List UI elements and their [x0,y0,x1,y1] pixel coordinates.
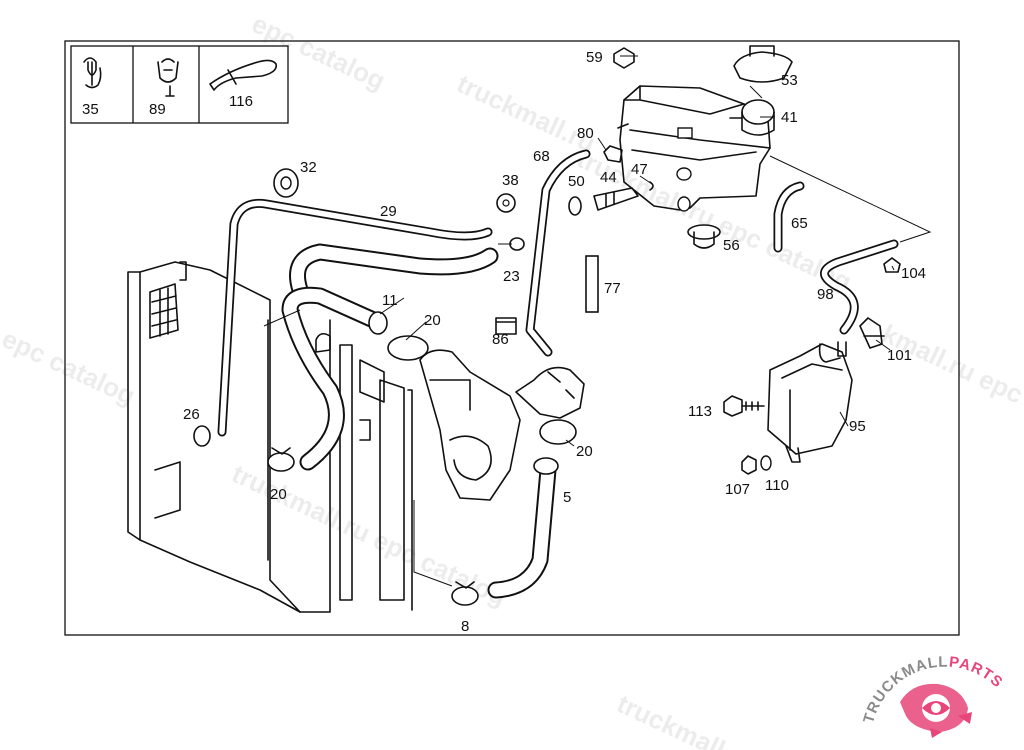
callout-98: 98 [817,286,834,303]
callout-65: 65 [791,215,808,232]
radiator [127,261,413,613]
hose-5 [487,457,559,599]
clamp-26 [193,425,211,447]
callout-59: 59 [586,49,603,66]
callout-44: 44 [600,169,617,186]
bushing-32 [273,168,299,198]
callout-104: 104 [901,265,926,282]
callout-101: 101 [887,347,912,364]
water-pump-housing [387,335,585,501]
expansion-tank [617,85,771,212]
hose-29 [217,198,493,437]
callout-80: 80 [577,125,594,142]
clamp-8 [451,581,479,606]
double-clip-icon [157,58,179,97]
grommet-56 [687,224,721,249]
cable-tie-icon [209,59,278,91]
hose-98 [820,239,899,335]
callout-56: 56 [723,237,740,254]
callout-110: 110 [765,477,789,494]
bolt-113 [723,395,765,417]
clip-80 [603,145,623,163]
callout-95: 95 [849,418,866,435]
part-41 [729,99,775,136]
hose-clip-icon [83,57,102,89]
callout-86: 86 [492,331,509,348]
callout-23: 23 [503,268,520,285]
cap-53 [733,45,793,83]
clamp-20-left [267,447,295,472]
sensor-44 [568,181,654,216]
watermark-text: truckmall.ru [612,688,760,750]
clip-101 [859,317,885,349]
nut-107 [741,455,757,475]
legend-number: 116 [229,93,253,110]
bushing-38 [496,193,516,213]
clip-104 [883,257,901,273]
callout-layer: 59 53 41 80 68 50 44 47 38 32 29 23 56 6… [183,49,926,635]
hose-65 [773,181,805,253]
callout-77: 77 [604,280,621,297]
callout-41: 41 [781,109,798,126]
legend-number: 35 [82,101,99,118]
hose-11 [281,286,388,471]
callout-5: 5 [563,489,571,506]
callout-107: 107 [725,481,750,498]
diagram-frame [64,40,960,636]
hose-upper-radiator [289,243,499,299]
callout-26: 26 [183,406,200,423]
bushing-86 [495,317,517,335]
callout-113: 113 [688,403,712,420]
watermark-text: truckmall.ru [452,68,600,158]
callout-53: 53 [781,72,798,89]
screw-59 [613,47,635,69]
callout-38: 38 [502,172,519,189]
pipe-77 [585,255,599,313]
truckmall-logo: TRUCKMALLPARTS [860,654,1006,738]
hose-68 [525,149,591,357]
reservoir-95 [767,341,853,463]
callout-50: 50 [568,173,585,190]
callout-29: 29 [380,203,397,220]
callout-47: 47 [631,161,648,178]
legend-number: 89 [149,101,166,118]
callout-11: 11 [382,292,398,309]
callout-20-top: 20 [424,312,441,329]
watermark-text: truckmall.ru epc catalog [572,143,856,297]
watermark-text: epc catalog [0,323,140,411]
legend-box: 35 89 116 [70,45,289,124]
logo-secondary-text: PARTS [948,654,1006,692]
callout-20-left: 20 [270,486,287,503]
callout-20-right: 20 [576,443,593,460]
callout-32: 32 [300,159,317,176]
callout-68: 68 [533,148,550,165]
washer-110 [760,455,772,471]
callout-8: 8 [461,618,469,635]
clamp-23 [509,237,525,251]
